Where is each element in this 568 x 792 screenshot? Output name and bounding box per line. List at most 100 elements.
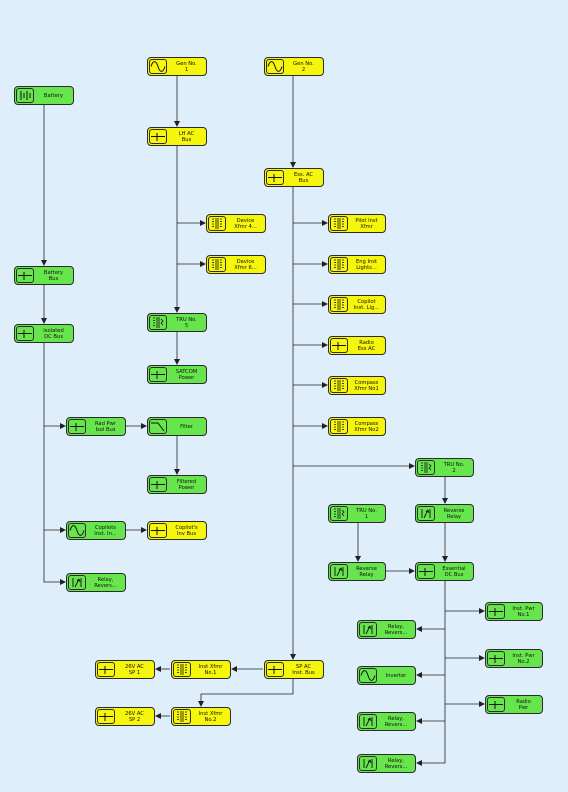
26v-ac-sp1-node[interactable]: 26V AC SP 1 — [95, 660, 155, 679]
inst-pwr-no2-node[interactable]: Inst. Pwr No.2 — [485, 649, 543, 668]
node-label: Reverse Relay — [443, 507, 465, 520]
node-label: SP AC Inst. Bus — [292, 663, 315, 676]
device-xfmr-4-node[interactable]: Device Xfmr 4... — [206, 214, 266, 233]
bus-junction-icon — [149, 477, 167, 492]
transformer-icon — [173, 709, 191, 724]
node-label: Filter — [180, 423, 193, 430]
node-label: Compass Xfmr No2 — [354, 420, 379, 433]
connection-line — [416, 581, 446, 766]
node-label: Compass Xfmr No1 — [354, 379, 379, 392]
compass-xfmr-no2-node[interactable]: Compass Xfmr No2 — [328, 417, 386, 436]
inst-pwr-no1-node[interactable]: Inst. Pwr No.1 — [485, 602, 543, 621]
copilot-inst-lig-node[interactable]: Copilot Inst. Lig... — [328, 295, 386, 314]
bus-junction-icon — [68, 419, 86, 434]
bus-junction-icon — [16, 268, 34, 283]
node-label: Battery Bus — [43, 269, 64, 282]
radio-ess-ac-node[interactable]: Radio Ess AC — [328, 336, 386, 355]
filter-node[interactable]: Filter — [147, 417, 207, 436]
node-label: Isolated DC Bus — [43, 327, 64, 340]
relay-icon — [359, 714, 377, 729]
battery-node[interactable]: Battery — [14, 86, 74, 105]
transformer-icon — [330, 378, 348, 393]
inst-xfmr-no1-node[interactable]: Inst Xfmr No.1 — [171, 660, 231, 679]
reverse-relay-2-node[interactable]: Reverse Relay — [415, 504, 474, 523]
lh-ac-bus-node[interactable]: LH AC Bus — [147, 127, 207, 146]
battery-icon — [16, 88, 34, 103]
copilots-inv-bus-node[interactable]: Copilot's Inv Bus — [147, 521, 207, 540]
node-label: Reverse Relay — [356, 565, 377, 578]
transformer-icon — [330, 216, 348, 231]
node-label: Radio Pwr — [516, 698, 531, 711]
transformer-icon — [173, 662, 191, 677]
bus-junction-icon — [266, 662, 284, 677]
relay-icon — [359, 622, 377, 637]
sine-wave-icon — [359, 668, 377, 683]
isolated-dc-bus-node[interactable]: Isolated DC Bus — [14, 324, 74, 343]
node-label: TRU No. 5 — [176, 316, 197, 329]
bus-junction-icon — [149, 129, 167, 144]
node-label: Device Xfmr 6... — [234, 258, 257, 271]
node-label: Copilots Inst. In... — [94, 524, 117, 537]
radio-pwr-node[interactable]: Radio Pwr — [485, 695, 543, 714]
sp-ac-inst-bus-node[interactable]: SP AC Inst. Bus — [264, 660, 324, 679]
node-label: Copilot's Inv Bus — [175, 524, 198, 537]
gen-no-1-node[interactable]: Gen No. 1 — [147, 57, 207, 76]
node-label: Ess. AC Bus — [293, 171, 314, 184]
compass-xfmr-no1-node[interactable]: Compass Xfmr No1 — [328, 376, 386, 395]
tru-no-5-node[interactable]: TRU No. 5 — [147, 313, 207, 332]
essential-dc-bus-node[interactable]: Essential DC Bus — [415, 562, 474, 581]
inverter-node[interactable]: Inverter — [357, 666, 416, 685]
node-label: Inst Xfmr No.1 — [198, 663, 223, 676]
ess-ac-bus-node[interactable]: Ess. AC Bus — [264, 168, 324, 187]
eng-inst-lights-node[interactable]: Eng Inst Lights... — [328, 255, 386, 274]
rectifier-icon — [330, 506, 348, 521]
transformer-icon — [330, 297, 348, 312]
relay-icon — [359, 756, 377, 771]
copilots-inst-inverter-node[interactable]: Copilots Inst. In... — [66, 521, 126, 540]
relay-icon — [330, 564, 348, 579]
bus-junction-icon — [149, 367, 167, 382]
pilot-inst-xfmr-node[interactable]: Pilot Inst Xfmr — [328, 214, 386, 233]
sine-wave-icon — [266, 59, 284, 74]
relay-reverse-1-node[interactable]: Relay, Revers... — [66, 573, 126, 592]
node-label: Inst. Pwr No.1 — [512, 605, 535, 618]
node-label: TRU No. 1 — [356, 507, 377, 520]
relay-reverse-3-node[interactable]: Relay, Revers... — [357, 712, 416, 731]
node-label: Inst. Pwr No.2 — [512, 652, 535, 665]
sine-wave-icon — [149, 59, 167, 74]
bus-junction-icon — [330, 338, 348, 353]
tru-no-1-node[interactable]: TRU No. 1 — [328, 504, 386, 523]
device-xfmr-6-node[interactable]: Device Xfmr 6... — [206, 255, 266, 274]
relay-icon — [68, 575, 86, 590]
rad-pwr-isol-bus-node[interactable]: Rad Pwr Isol Bus — [66, 417, 126, 436]
node-label: Relay, Revers... — [94, 576, 117, 589]
node-label: 26V AC SP 2 — [125, 710, 144, 723]
node-label: Filtered Power — [176, 478, 197, 491]
transformer-icon — [330, 419, 348, 434]
tru-no-2-node[interactable]: TRU No. 2 — [415, 458, 474, 477]
26v-ac-sp2-node[interactable]: 26V AC SP 2 — [95, 707, 155, 726]
connection-line — [43, 343, 66, 585]
node-label: 26V AC SP 1 — [125, 663, 144, 676]
inst-xfmr-no2-node[interactable]: Inst Xfmr No.2 — [171, 707, 231, 726]
bus-junction-icon — [487, 651, 505, 666]
transformer-icon — [330, 257, 348, 272]
relay-reverse-2-node[interactable]: Relay, Revers... — [357, 620, 416, 639]
node-label: SATCOM Power — [175, 368, 198, 381]
node-label: Gen No. 2 — [293, 60, 314, 73]
relay-icon — [417, 506, 435, 521]
node-label: Relay, Revers... — [384, 757, 408, 770]
node-label: Battery — [43, 92, 64, 99]
bus-junction-icon — [487, 697, 505, 712]
gen-no-2-node[interactable]: Gen No. 2 — [264, 57, 324, 76]
node-label: Copilot Inst. Lig... — [353, 298, 380, 311]
filtered-power-node[interactable]: Filtered Power — [147, 475, 207, 494]
battery-bus-node[interactable]: Battery Bus — [14, 266, 74, 285]
bus-junction-icon — [417, 564, 435, 579]
reverse-relay-1-node[interactable]: Reverse Relay — [328, 562, 386, 581]
transformer-icon — [208, 257, 226, 272]
satcom-power-node[interactable]: SATCOM Power — [147, 365, 207, 384]
relay-reverse-4-node[interactable]: Relay, Revers... — [357, 754, 416, 773]
